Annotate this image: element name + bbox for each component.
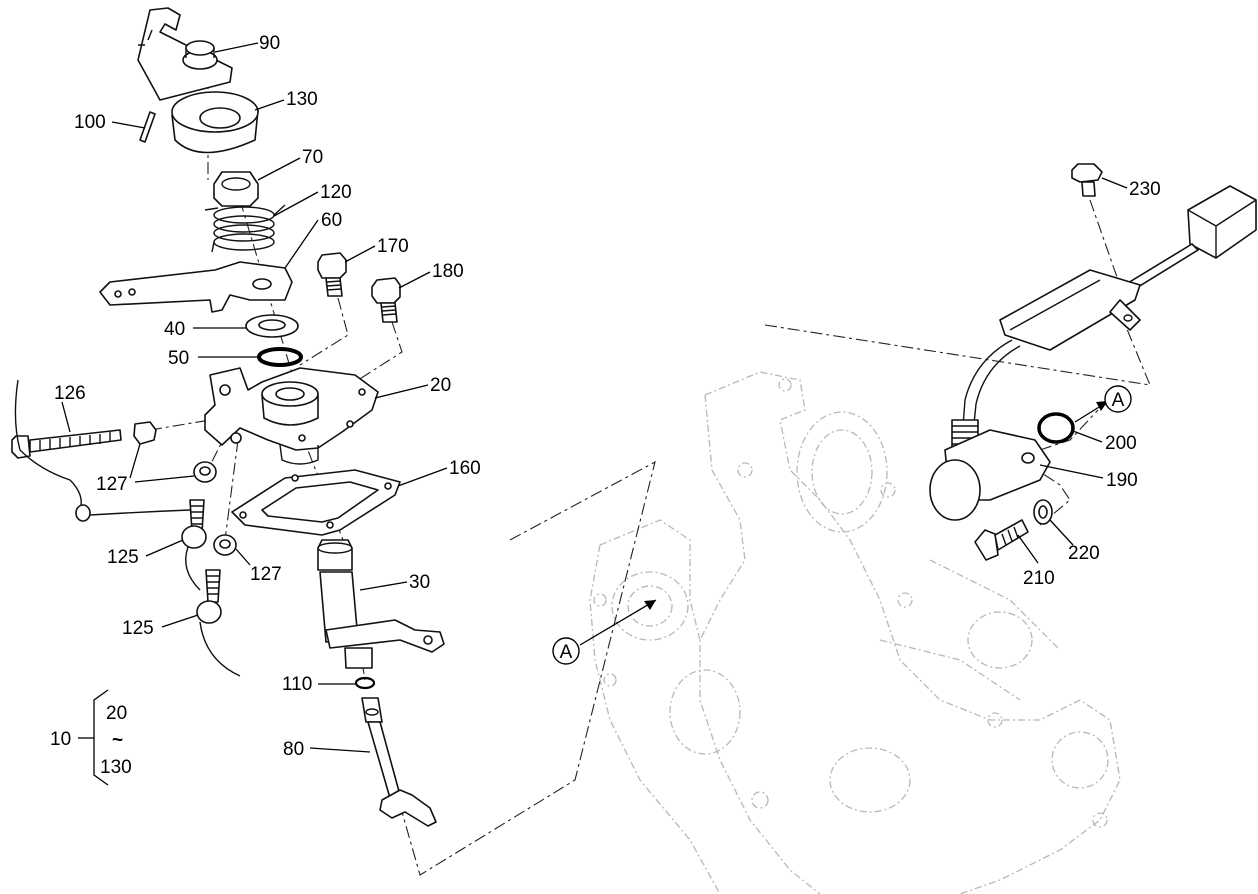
- callout-127-upper: 127: [96, 474, 128, 495]
- callout-125-upper: 125: [107, 547, 139, 568]
- callout-160: 160: [449, 458, 481, 479]
- part-210-cap-screw: [974, 519, 1029, 561]
- assembly-parent: 10: [50, 729, 71, 750]
- part-40-washer: [245, 314, 299, 338]
- part-30-shaft-arm: [317, 539, 445, 669]
- part-70-hex-nut: [213, 171, 259, 207]
- callout-126: 126: [54, 383, 86, 404]
- part-160-gasket: [231, 469, 401, 536]
- part-125-stem-lower: [196, 569, 241, 677]
- part-100-pin: [139, 111, 156, 143]
- assembly-range-symbol: ~: [112, 730, 123, 751]
- callout-100: 100: [74, 112, 106, 133]
- callout-230: 230: [1129, 179, 1161, 200]
- callout-220: 220: [1068, 543, 1100, 564]
- part-60-lever-arm: [99, 261, 293, 313]
- view-marker-a-left: A: [552, 637, 580, 665]
- callout-40: 40: [164, 319, 185, 340]
- part-130-cam-ring: [171, 91, 259, 154]
- part-90-lever-bracket: [137, 7, 233, 101]
- callout-120: 120: [320, 182, 352, 203]
- view-marker-a-left-text: A: [560, 642, 573, 663]
- part-125-stem-upper: [181, 499, 207, 591]
- callout-110: 110: [282, 674, 312, 695]
- callout-180: 180: [432, 261, 464, 282]
- part-200-o-ring: [1037, 412, 1075, 444]
- callout-labels: 90 100 130 70 120 60 170 180 40 50 20 12…: [54, 33, 1161, 760]
- part-127-washer-b: [213, 534, 237, 556]
- callout-210: 210: [1023, 568, 1055, 589]
- part-20-housing-flange: [204, 367, 379, 465]
- part-190-sensor: [929, 185, 1257, 521]
- callout-70: 70: [302, 147, 323, 168]
- assembly-group-reference: 10 20 ~ 130: [50, 703, 132, 778]
- callout-50: 50: [168, 348, 189, 369]
- assembly-from: 20: [106, 703, 127, 724]
- part-110-clip: [354, 676, 376, 690]
- part-126-bolt: [11, 379, 191, 522]
- ghost-housing: [589, 371, 1121, 894]
- callout-190: 190: [1106, 470, 1138, 491]
- callout-130: 130: [286, 89, 318, 110]
- view-marker-a-right-text: A: [1112, 390, 1125, 411]
- callout-30: 30: [409, 572, 430, 593]
- part-230-bolt: [1071, 163, 1103, 197]
- leader-lines: [61, 42, 1128, 786]
- part-50-o-ring: [257, 347, 303, 367]
- assembly-to: 130: [100, 757, 132, 778]
- part-180-screw: [371, 277, 401, 323]
- part-127-washer-a: [193, 461, 217, 483]
- part-80-pushrod: [361, 697, 437, 827]
- callout-90: 90: [259, 33, 280, 54]
- callout-20: 20: [430, 375, 451, 396]
- part-120-torsion-spring: [204, 204, 286, 253]
- callout-80: 80: [283, 739, 304, 760]
- callout-125-lower: 125: [122, 618, 154, 639]
- callout-60: 60: [321, 210, 342, 231]
- part-170-screw: [317, 252, 347, 297]
- callout-170: 170: [377, 236, 409, 257]
- callout-200: 200: [1105, 433, 1137, 454]
- callout-127-lower: 127: [250, 564, 282, 585]
- part-127-nut-upper: [133, 421, 157, 445]
- part-220-washer: [1033, 499, 1053, 525]
- view-marker-a-right: A: [1104, 385, 1132, 413]
